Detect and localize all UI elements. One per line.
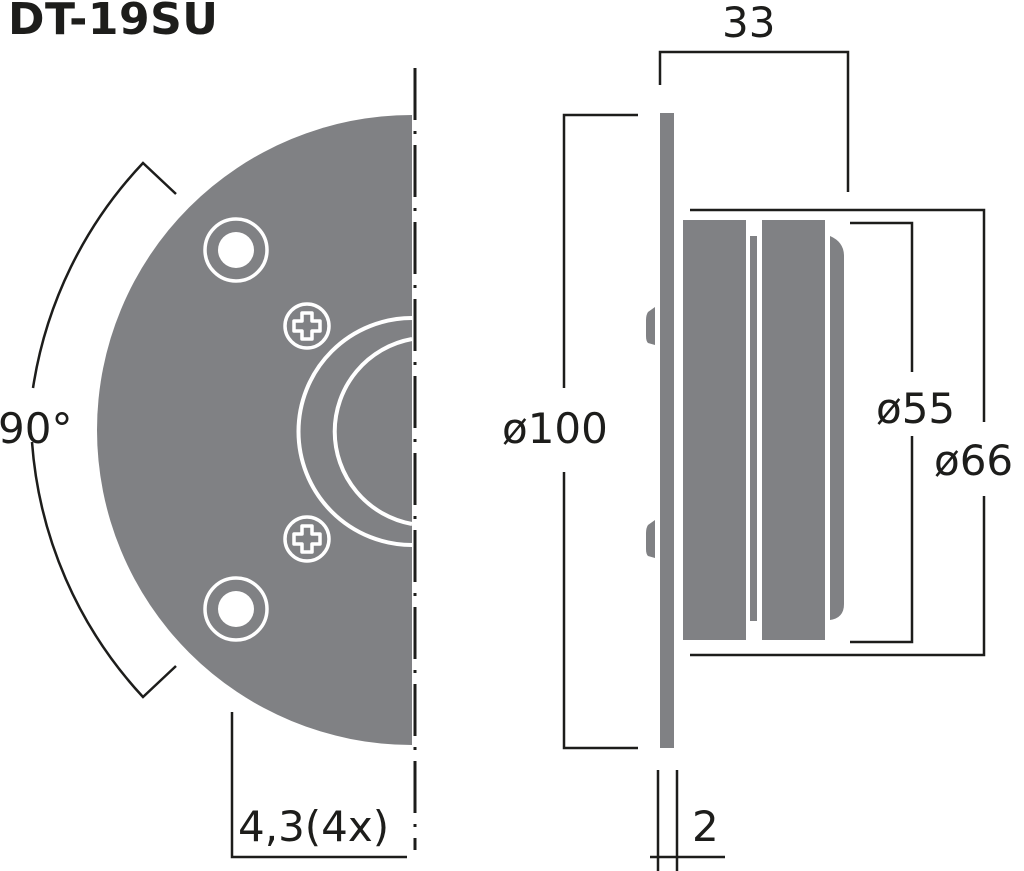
side-view [562,50,986,871]
spacer-ring [750,236,757,621]
front-faceplate [97,115,412,745]
back-cap [830,236,844,620]
flange [660,113,674,748]
phillips-screw-icon [283,302,331,350]
mount-hole-bottom [203,576,269,642]
flange-tab-upper [646,307,655,345]
hole-dimension-bracket [230,712,407,859]
inner-diameter-label: ø55 [876,384,956,433]
mount-hole-label: 4,3(4x) [238,802,390,851]
flange-diameter-bracket-bottom [562,472,638,750]
angle-label: 90° [0,404,73,453]
phillips-screw-icon [283,515,331,563]
magnet-block-rear [762,220,825,640]
magnet-block-front [683,220,746,640]
dome-inner-ring [332,337,413,526]
angle-arc-upper [31,161,177,389]
inner-diameter-bracket-top [850,221,914,372]
outer-diameter-bracket-bottom [690,496,986,657]
inner-diameter-bracket-bottom [850,436,914,644]
depth-label: 33 [722,0,776,47]
depth-dimension-bracket [658,50,850,192]
outer-diameter-label: ø66 [934,436,1014,485]
mount-hole-top [203,217,269,283]
flange-thickness-label: 2 [692,802,719,851]
flange-diameter-bracket-top [562,113,638,388]
dome-outer-ring [296,316,413,547]
model-title: DT-19SU [8,0,219,45]
front-view [30,68,417,859]
angle-arc-lower [30,441,177,699]
outer-diameter-bracket-top [690,208,986,422]
flange-tab-lower [646,520,655,558]
flange-diameter-label: ø100 [502,404,608,453]
